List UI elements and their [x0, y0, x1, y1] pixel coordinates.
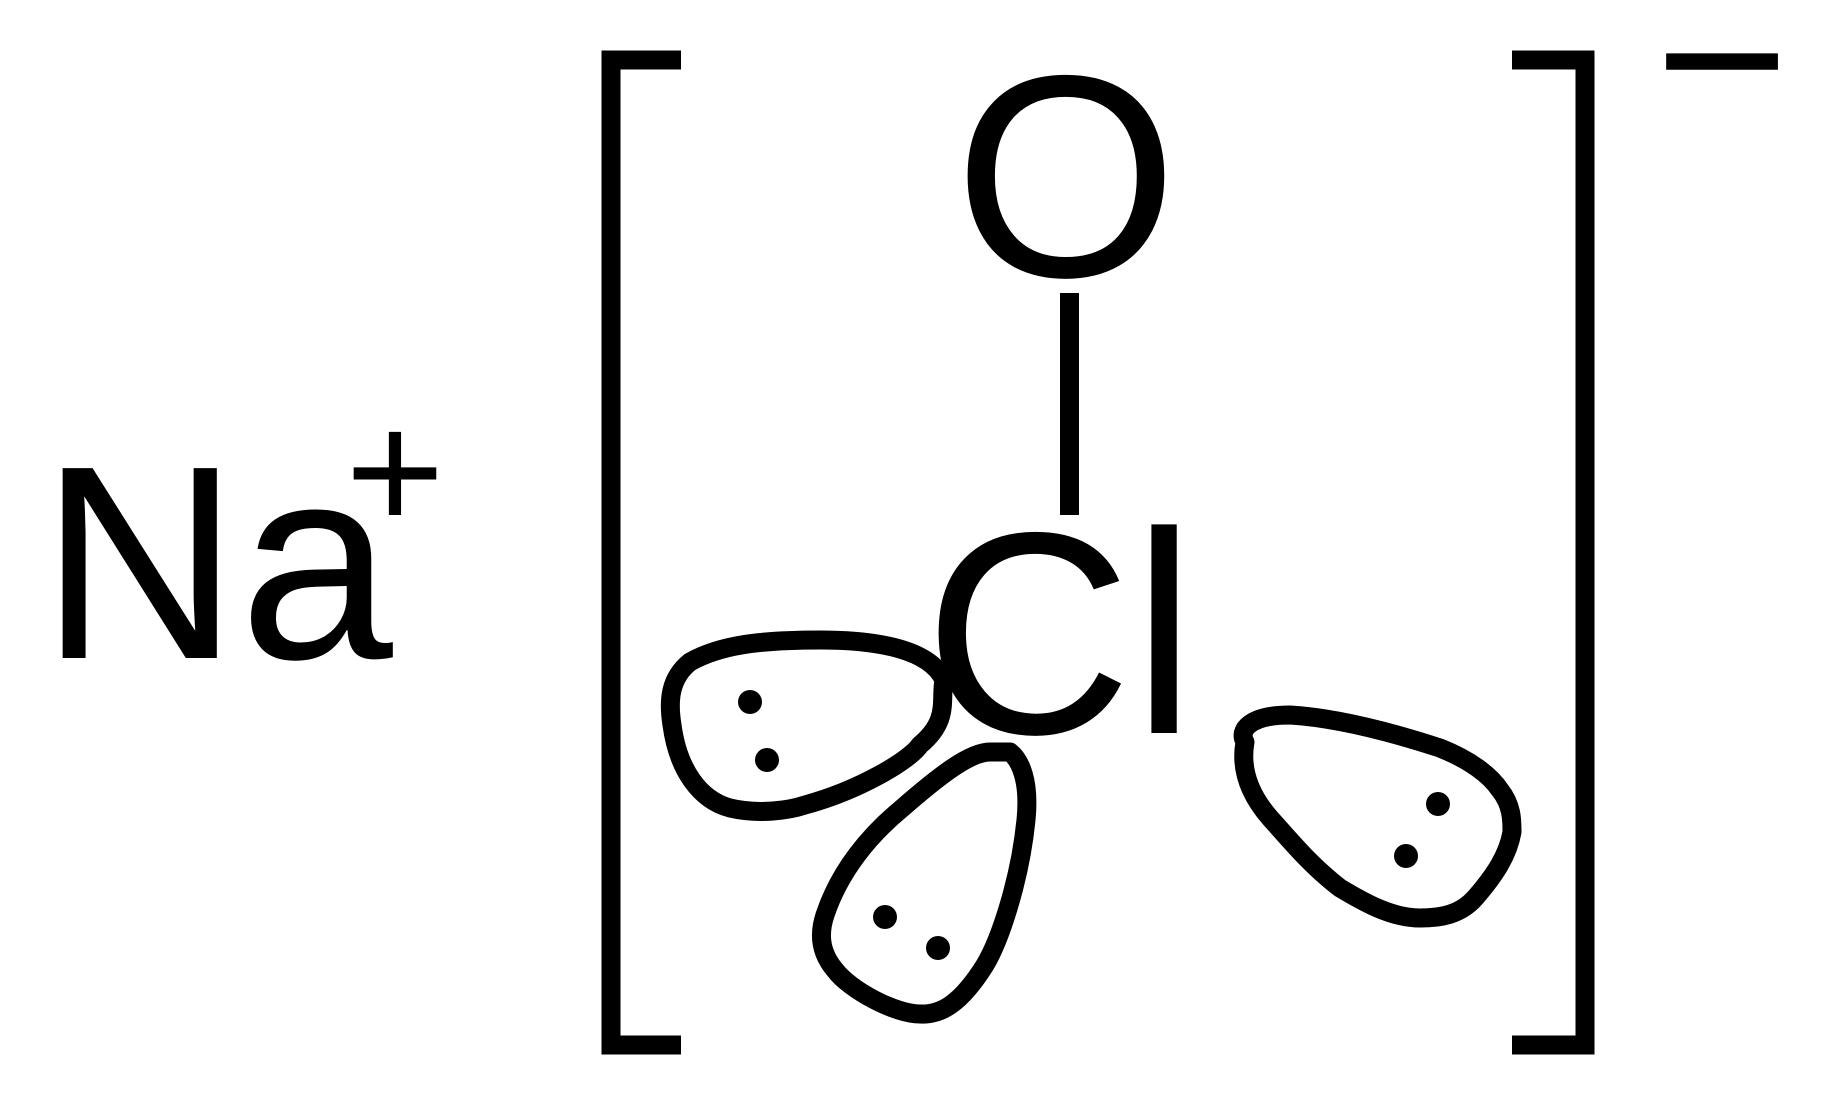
- oxygen-chlorine-bond: [1060, 293, 1079, 515]
- lone-pair-left-electron-1: [738, 690, 762, 714]
- anion-charge: −: [1655, 0, 1789, 187]
- lone-pair-right-electron-1: [1426, 792, 1450, 816]
- sodium-symbol: Na: [40, 409, 395, 717]
- lone-pair-right: [1233, 705, 1522, 928]
- sodium-cation: Na +: [40, 377, 445, 717]
- right-bracket: [1512, 50, 1595, 1055]
- lone-pair-bottom-electron-1: [873, 905, 897, 929]
- lone-pair-right-electron-2: [1394, 844, 1418, 868]
- lone-pair-left: [660, 630, 954, 821]
- oxygen-symbol: O: [954, 16, 1178, 338]
- cation-charge: +: [345, 377, 444, 567]
- lone-pair-bottom: [811, 742, 1037, 1024]
- lone-pair-left-electron-2: [755, 748, 779, 772]
- lone-pair-right-orbital: [1233, 705, 1522, 928]
- chlorine-symbol: Cl: [924, 473, 1196, 795]
- left-bracket: [601, 50, 681, 1055]
- lone-pair-left-orbital: [660, 630, 954, 821]
- lone-pair-bottom-orbital: [811, 742, 1037, 1024]
- lone-pair-bottom-electron-2: [926, 936, 950, 960]
